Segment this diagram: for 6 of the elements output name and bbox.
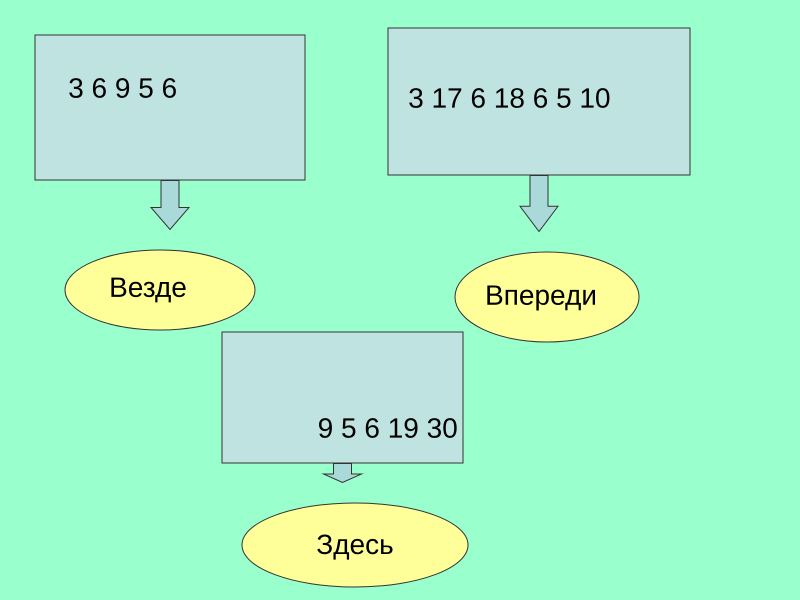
block-arrow — [150, 180, 190, 230]
block-arrow — [321, 463, 364, 484]
number-box: 3 6 9 5 6 — [34, 34, 306, 180]
number-box: 3 17 6 18 6 5 10 — [388, 28, 690, 176]
block-arrow — [519, 175, 559, 232]
number-box: 9 5 6 19 30 — [222, 332, 464, 464]
